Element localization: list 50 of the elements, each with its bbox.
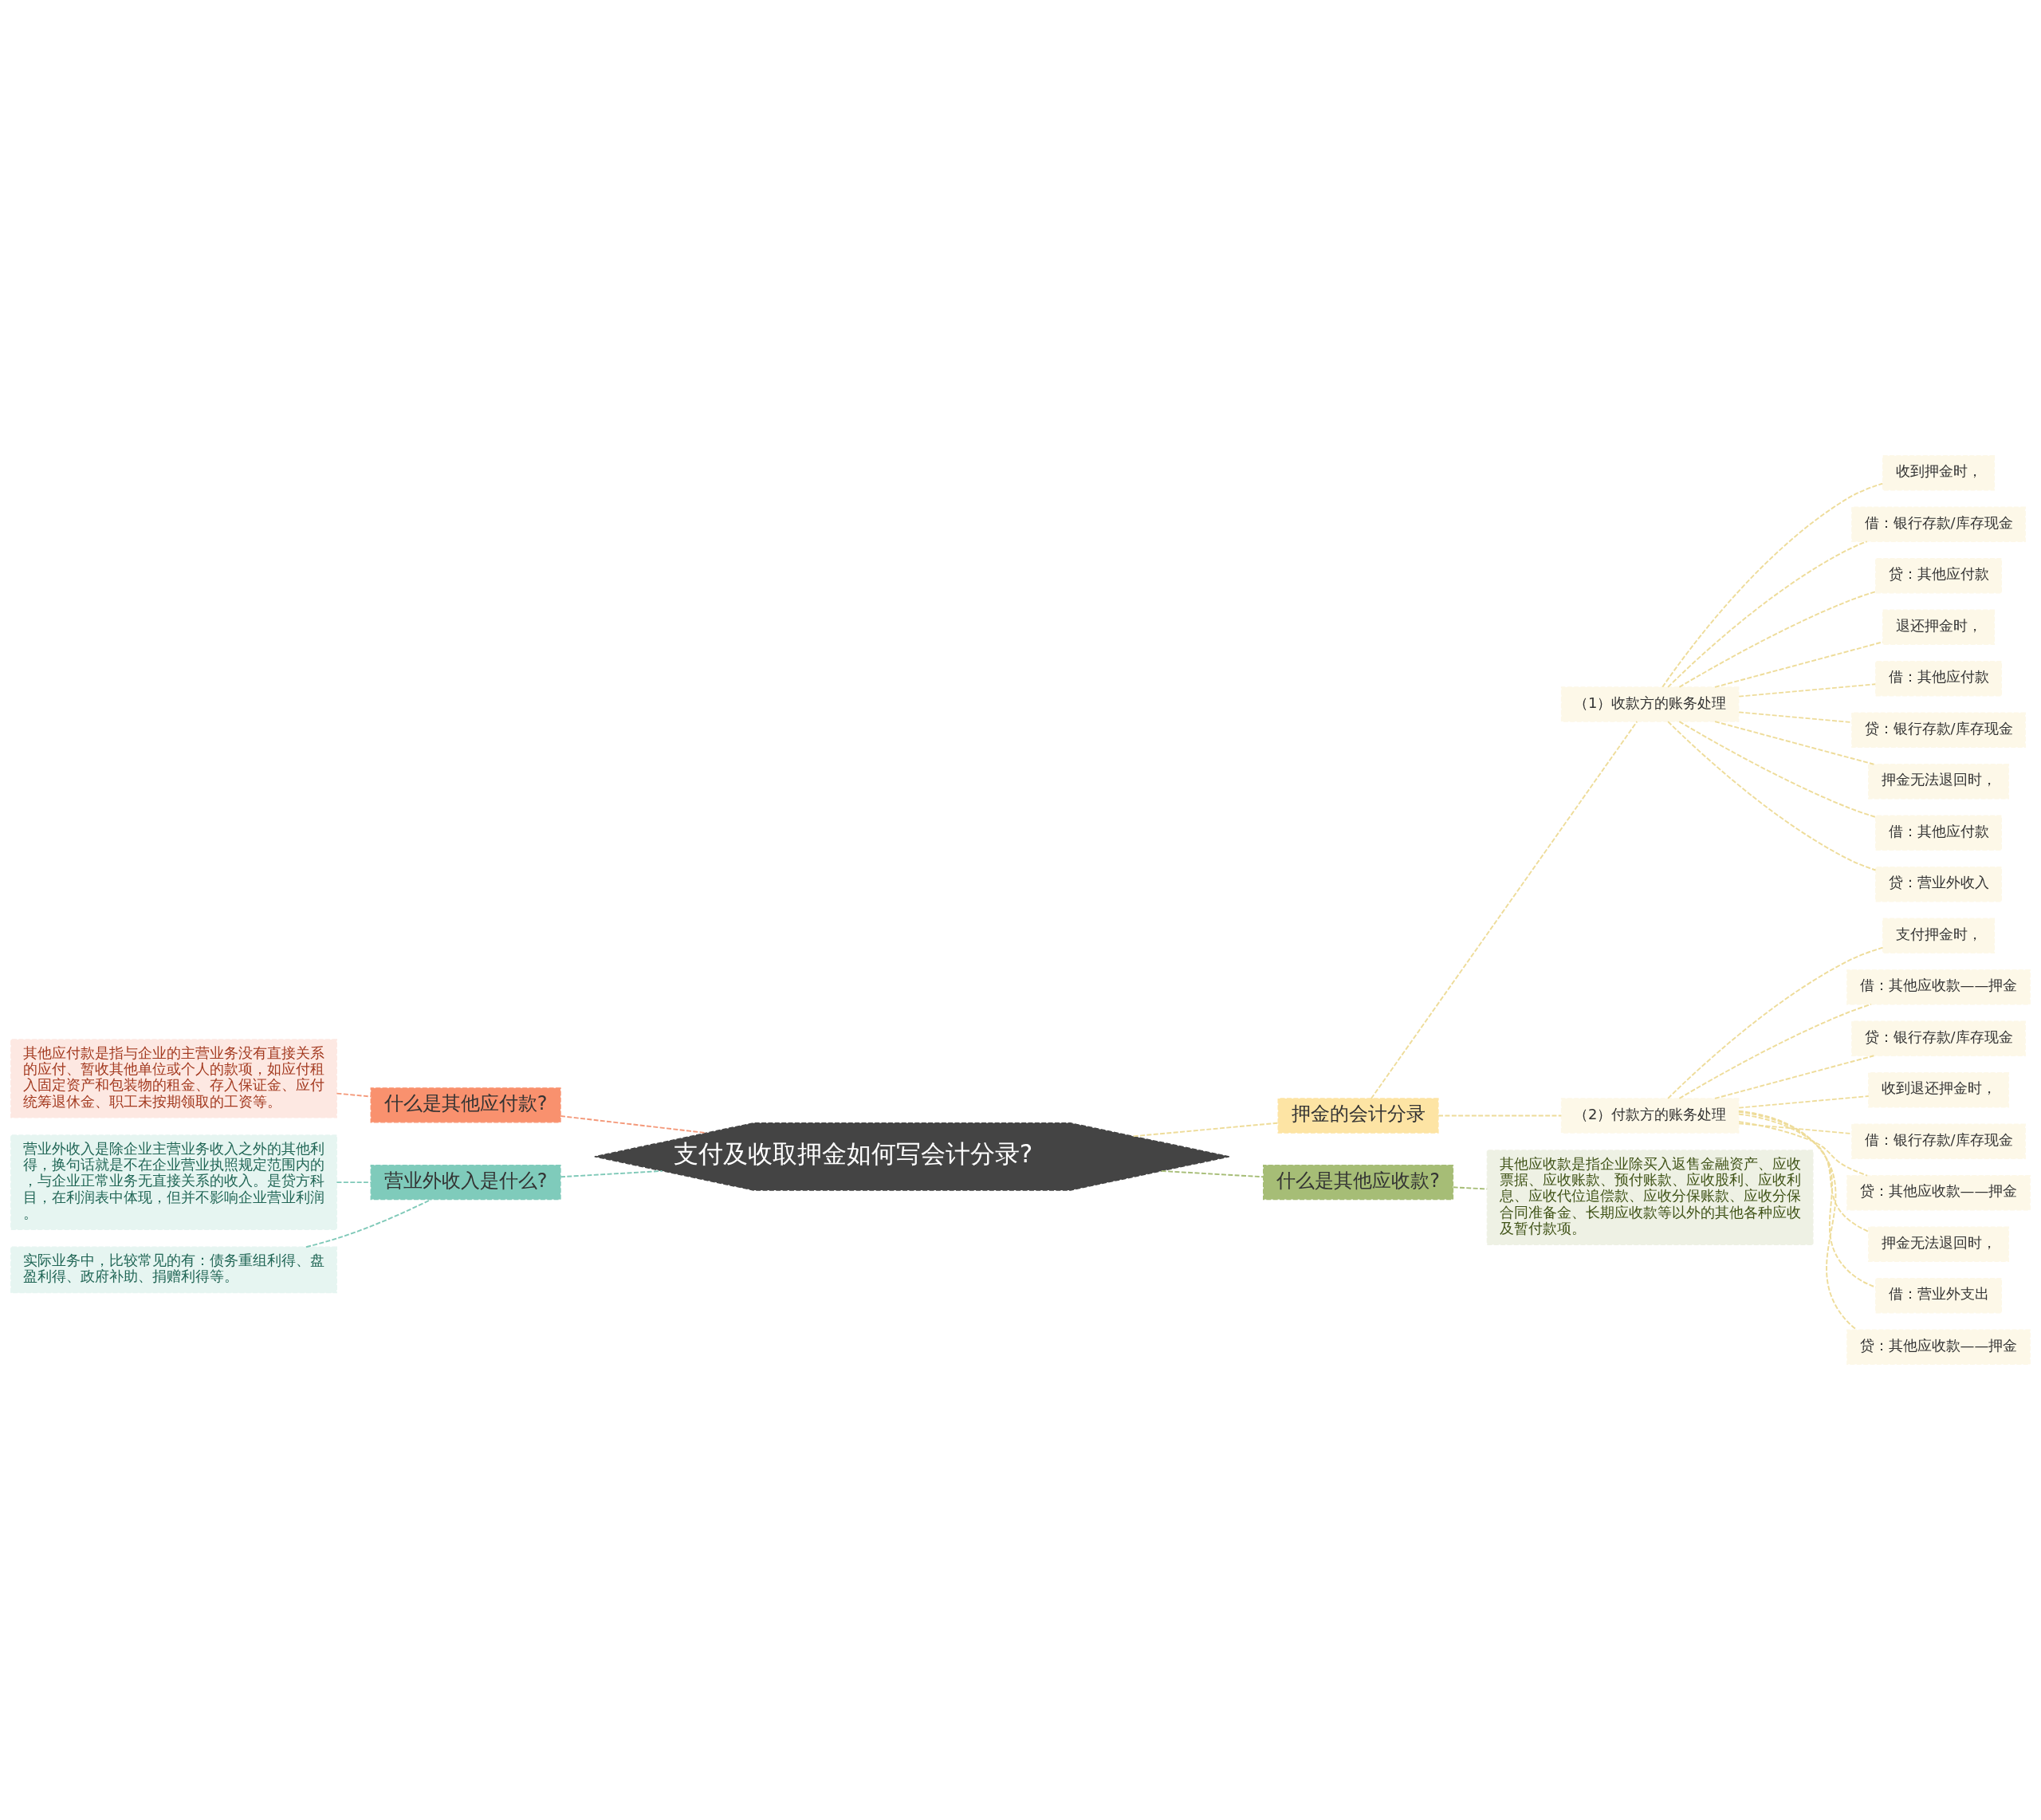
node-box: 借：其他应收款——押金 xyxy=(1846,969,2031,1005)
connector xyxy=(1437,1114,1563,1117)
connector xyxy=(1662,482,1884,688)
node-box: 收到押金时， xyxy=(1882,455,1996,491)
node-box: 其他应付款是指与企业的主营业务没有直接关系的应付、暂收其他单位或个人的款项，如应付租入固定资产和包装物的租金、存入保证金、应付统筹退休金、职工未按期领取的工资等。 xyxy=(10,1039,337,1118)
connector xyxy=(1738,1113,1870,1232)
node-box: （2）付款方的账务处理 xyxy=(1560,1098,1740,1134)
connector xyxy=(336,1181,372,1184)
node-box: 贷：其他应收款——押金 xyxy=(1846,1329,2031,1365)
node-box: 押金的会计分录 xyxy=(1277,1098,1439,1134)
connector xyxy=(336,1092,372,1098)
connector xyxy=(1667,721,1877,871)
connector xyxy=(1714,1055,1875,1099)
node-box: 贷：其他应收款——押金 xyxy=(1846,1175,2031,1211)
node-box: 借：其他应付款 xyxy=(1875,661,2003,697)
connector xyxy=(1667,540,1868,688)
node-box: 营业外收入是什么? xyxy=(370,1164,561,1201)
node-box: 收到退还押金时， xyxy=(1868,1072,2010,1108)
node-box: 借：银行存款/库存现金 xyxy=(1851,1123,2026,1159)
node-box: 押金无法退回时， xyxy=(1868,764,2010,800)
node-box: 营业外收入是除企业主营业务收入之外的其他利得，换句话就是不在企业营业执照规定范围内的，与企业正常业务无直接关系的收入。是贷方科目，在利润表中体现，但并不影响企业营业利润。 xyxy=(10,1134,337,1230)
node-box: 什么是其他应付款? xyxy=(370,1087,561,1123)
node-box: 退还押金时， xyxy=(1882,609,1996,645)
node-box: 实际业务中，比较常见的有：债务重组利得、盘盈利得、政府补助、捐赠利得等。 xyxy=(10,1246,337,1294)
node-box: 贷：银行存款/库存现金 xyxy=(1851,712,2026,748)
connector xyxy=(1160,1169,1264,1178)
connector xyxy=(1738,1121,1869,1177)
connector xyxy=(1667,946,1884,1099)
node-box: （1）收款方的账务处理 xyxy=(1560,686,1740,722)
connector xyxy=(1132,1122,1280,1138)
node-box: 支付押金时， xyxy=(1882,918,1996,953)
node-box: 借：其他应付款 xyxy=(1875,815,2003,851)
connector xyxy=(1678,721,1877,818)
connector xyxy=(1678,591,1877,688)
connector xyxy=(1678,1003,1872,1099)
node-box: 其他应收款是指企业除买入返售金融资产、应收票据、应收账款、预付账款、应收股利、应收利息、应收代位追偿款、应收分保账款、应收分保合同准备金、长期应收款等以外的其他各种应收及暂付款项。 xyxy=(1486,1150,1814,1246)
node-box: 借：营业外支出 xyxy=(1875,1278,2003,1314)
connector xyxy=(1737,1110,1858,1331)
node-box: 什么是其他应收款? xyxy=(1263,1164,1454,1201)
connector xyxy=(560,1169,663,1178)
node-box: 贷：其他应付款 xyxy=(1875,558,2003,594)
connector xyxy=(1714,721,1875,765)
connector xyxy=(1738,683,1877,698)
node-box: 借：银行存款/库存现金 xyxy=(1851,506,2026,542)
connector xyxy=(305,1198,432,1248)
connector xyxy=(1738,1095,1870,1109)
node-box: 贷：银行存款/库存现金 xyxy=(1851,1020,2026,1056)
node-box: 贷：营业外收入 xyxy=(1875,867,2003,902)
node-box: 押金无法退回时， xyxy=(1868,1226,2010,1262)
connector xyxy=(1370,721,1638,1099)
